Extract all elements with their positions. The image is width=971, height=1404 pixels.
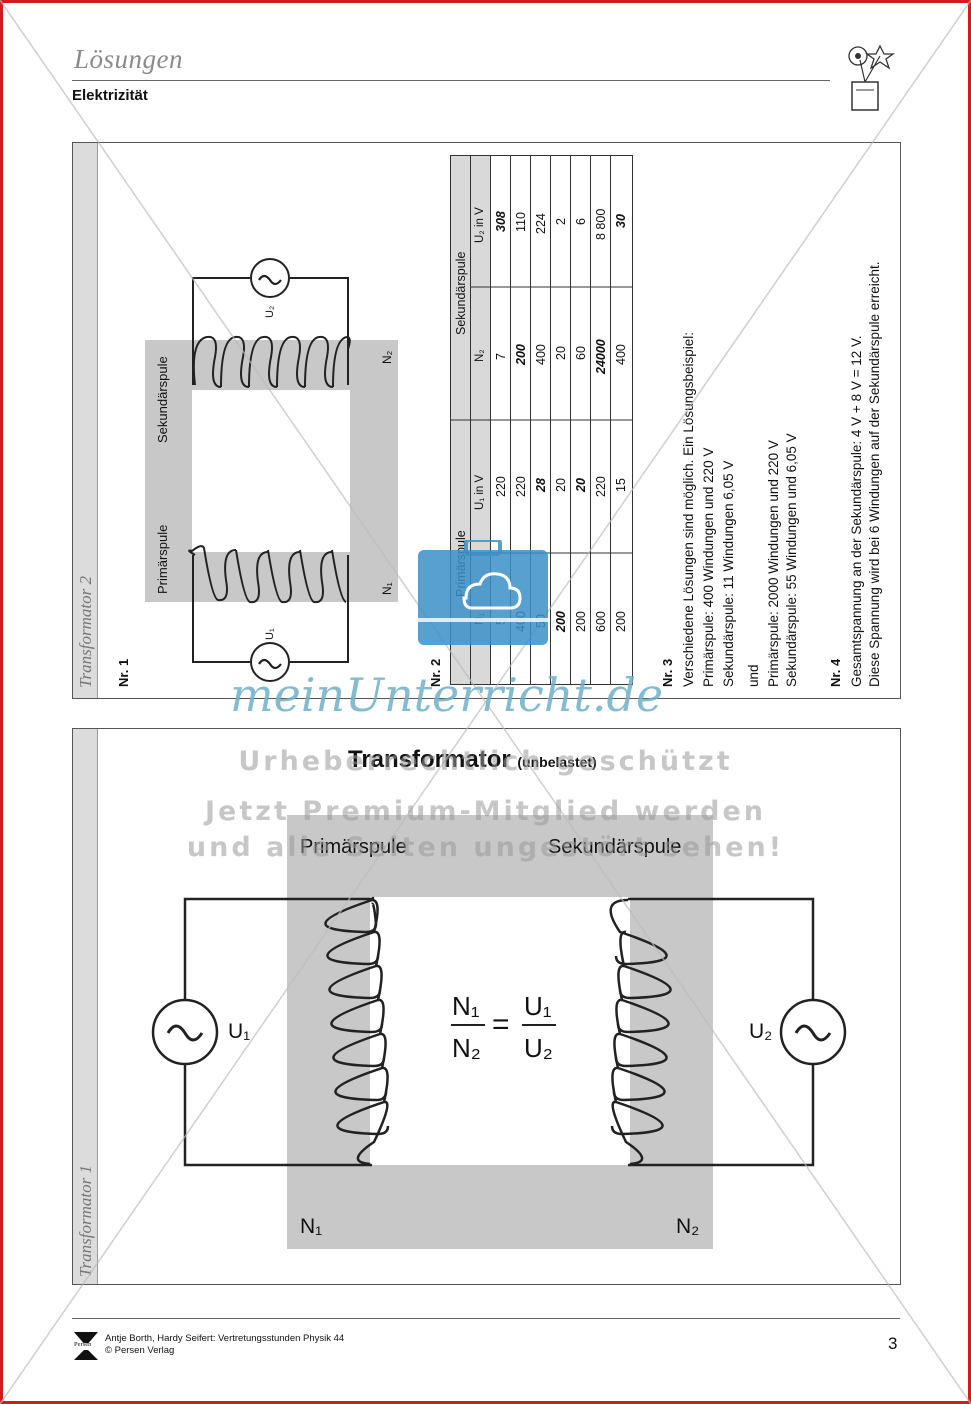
nr2-col-n2: N₂	[474, 349, 486, 362]
table-cell: 30	[614, 214, 628, 228]
table-cell: 2	[554, 218, 568, 225]
footer-authors: Antje Borth, Hardy Seifert: Vertretungss…	[105, 1333, 345, 1344]
formula-numerator-left: N₁	[452, 991, 480, 1021]
briefcase-cloud-icon	[418, 540, 548, 645]
formula-denominator-right: U₂	[524, 1033, 553, 1063]
nr1-heading: Nr. 1	[116, 658, 131, 687]
table-cell: 200	[514, 344, 528, 365]
table-cell: 6	[574, 218, 588, 225]
table-cell: 600	[594, 611, 608, 632]
table-cell: 20	[554, 346, 568, 360]
formula-numerator-right: U₁	[524, 991, 552, 1021]
nr3-line-6: Sekundärspule: 55 Windungen und 6,05 V	[784, 433, 799, 687]
n2-label: N₂	[676, 1215, 700, 1238]
header-subject: Elektrizität	[72, 87, 148, 104]
strip-label: Transformator 1	[76, 1165, 95, 1277]
nr1-u2-label: U₂	[264, 305, 276, 318]
watermark-line-3: und alle Seiten ungestört sehen!	[186, 832, 785, 863]
nr1-u1-label: U₁	[264, 628, 276, 640]
table-cell: 400	[534, 344, 548, 365]
watermark-brand: meinUnterricht.de	[230, 668, 664, 722]
nr2-group-secondary: Sekundärspule	[454, 251, 468, 335]
footer-publisher: © Persen Verlag	[105, 1345, 175, 1356]
table-cell: 224	[534, 213, 548, 234]
table-cell: 28	[534, 478, 548, 492]
footer-citation: Antje Borth, Hardy Seifert: Vertretungss…	[105, 1333, 344, 1357]
nr3-line-2: Primärspule: 400 Windungen und 220 V	[701, 447, 716, 687]
persen-logo-text: Persen	[74, 1341, 92, 1348]
flower-pot-icon	[848, 44, 896, 111]
strip-label: Transformator 2	[76, 576, 95, 688]
table-cell: 60	[574, 346, 588, 360]
table-cell: 24000	[594, 339, 608, 374]
formula-denominator-left: N₂	[452, 1033, 481, 1063]
table-cell: 400	[614, 344, 628, 365]
table-cell: 200	[574, 611, 588, 632]
table-cell: 308	[494, 211, 508, 232]
watermark-line-1: Urheberrechtlich geschützt	[238, 746, 733, 777]
nr3-line-4: und	[746, 664, 761, 687]
persen-logo-icon	[74, 1332, 98, 1360]
watermark-line-2: Jetzt Premium-Mitglied werden	[205, 796, 766, 827]
nr3-line-3: Sekundärspule: 11 Windungen 6,05 V	[721, 460, 736, 687]
table-cell: 220	[594, 476, 608, 497]
table-cell: 20	[574, 478, 588, 492]
persen-logo: Persen	[74, 1332, 98, 1360]
nr1-n1-label: N₁	[380, 582, 394, 595]
footer-rule	[72, 1318, 900, 1319]
table-cell: 220	[494, 476, 508, 497]
nr4-line-2: Diese Spannung wird bei 6 Windungen auf …	[867, 261, 882, 687]
nr1-n2-label: N₂	[380, 350, 394, 364]
table-cell: 7	[494, 353, 508, 360]
header-rule	[72, 80, 830, 81]
nr1-primary-label: Primärspule	[155, 524, 170, 594]
n1-label: N₁	[300, 1215, 323, 1238]
nr3-line-1: Verschiedene Lösungen sind möglich. Ein …	[681, 332, 696, 687]
table-cell: 15	[614, 478, 628, 492]
nr3-line-5: Primärspule: 2000 Windungen und 220 V	[766, 440, 781, 687]
table-cell: 110	[514, 212, 528, 232]
nr4-heading: Nr. 4	[828, 658, 843, 687]
u1-label: U₁	[228, 1020, 251, 1043]
nr2-col-u1: U₁ in V	[474, 474, 486, 510]
transformer-diagram-small	[145, 258, 398, 682]
page-number: 3	[888, 1334, 898, 1353]
table-cell: 200	[554, 611, 568, 632]
formula-equals: =	[492, 1008, 510, 1041]
table-cell: 20	[554, 478, 568, 492]
nr2-col-u2: U₂ in V	[474, 207, 486, 243]
table-cell: 200	[614, 611, 628, 632]
nr1-secondary-label: Sekundärspule	[155, 356, 170, 443]
nr4-line-1: Gesamtspannung an der Sekundärspule: 4 V…	[849, 335, 864, 688]
table-cell: 220	[514, 476, 528, 497]
table-cell: 8 800	[594, 208, 608, 240]
u2-label: U₂	[749, 1020, 773, 1043]
header-title: Lösungen	[74, 44, 184, 74]
